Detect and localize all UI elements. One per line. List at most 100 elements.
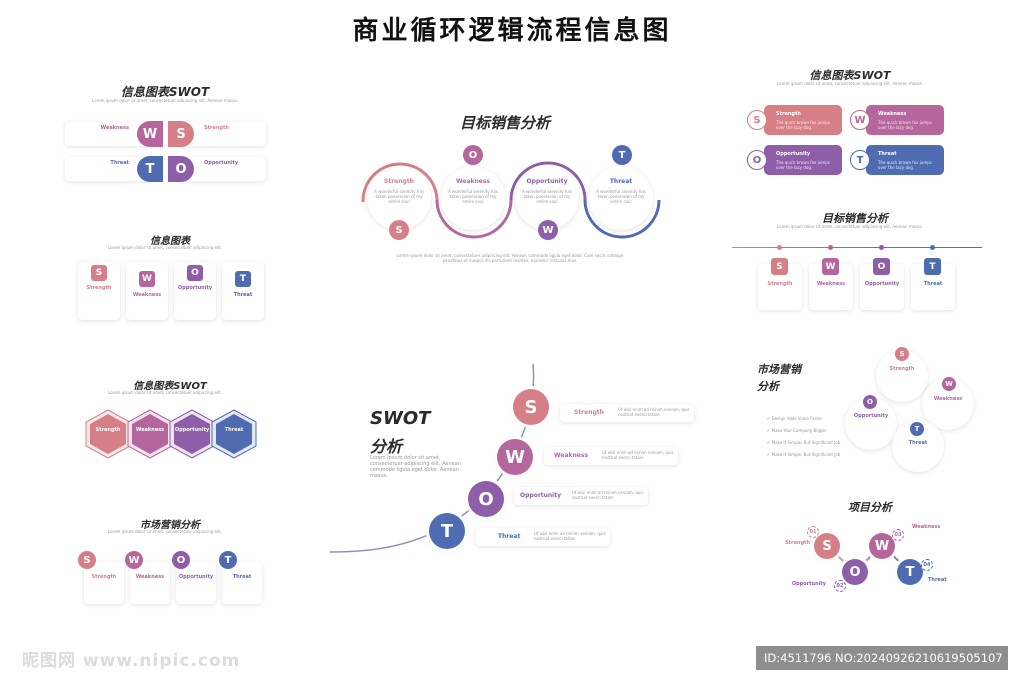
swot-circle-t: T <box>429 513 465 549</box>
project-num: 01 <box>807 526 819 538</box>
market-card-2 <box>130 562 170 604</box>
panel-title: 信息图表SWOT <box>133 381 207 392</box>
letter-o: O <box>747 150 767 170</box>
label-opportunity: Opportunity <box>864 281 900 287</box>
letter-w: W <box>850 110 870 130</box>
label-weakness: Weakness <box>135 427 165 433</box>
label-threat: Threat <box>498 533 521 540</box>
letter-o: O <box>873 258 890 275</box>
panel-title-line2: 分析 <box>757 380 779 393</box>
swot-circle-w: W <box>497 439 533 475</box>
swot-box-weakness: Weakness The quick brown fox jumps over … <box>866 105 944 135</box>
timeline-dot <box>777 245 782 250</box>
panel-title-line1: SWOT <box>370 408 431 429</box>
timeline-dot <box>930 245 935 250</box>
label-weakness: Weakness <box>878 111 907 117</box>
panel-title-line1: 市场营销 <box>757 363 801 376</box>
label-weakness: Weakness <box>933 396 963 402</box>
node-desc: A wonderful serenity has taken possessio… <box>596 189 646 204</box>
panel-title: 目标销售分析 <box>459 114 550 132</box>
letter-o: O <box>863 395 877 409</box>
letter-s: S <box>771 258 788 275</box>
panel-title: 信息图表SWOT <box>120 85 210 99</box>
label-threat: Threat <box>923 281 943 287</box>
letter-w: W <box>139 271 155 287</box>
panel-desc: Lorem ipsum dolor sit amet, consectetuer… <box>107 245 223 250</box>
page-title: 商业循环逻辑流程信息图 <box>352 16 672 46</box>
pin-s: S <box>389 220 409 240</box>
watermark-right: ID:4511796 NO:20240926210619505107 <box>756 646 1008 670</box>
swot-row-weakness: Weakness Ut wisi enim ad minim veniam, q… <box>544 447 678 465</box>
market-card-4 <box>222 562 262 604</box>
check-item-text: Make Your Company Bigger <box>771 428 827 433</box>
label-opportunity: Opportunity <box>204 160 239 166</box>
label-threat: Threat <box>609 178 633 185</box>
panel-desc: Lorem ipsum dolor sit amet, consectetuer… <box>777 81 923 86</box>
label-opportunity: Opportunity <box>526 178 568 185</box>
swot-box-opportunity: Opportunity The quick brown fox jumps ov… <box>764 145 842 175</box>
letter-t: T <box>850 150 870 170</box>
panel-desc: Lorem ipsum dolor sit amet, consectetuer… <box>92 98 238 103</box>
label-weakness: Weakness <box>456 178 490 185</box>
wave-node-weakness <box>441 166 505 230</box>
check-item-text: Design Adds Value Faster <box>771 416 823 421</box>
label-opportunity: Opportunity <box>177 285 213 291</box>
letter-s: S <box>168 121 194 147</box>
project-circle-s: S <box>814 533 840 559</box>
watermark-left: 昵图网 www.nipic.com <box>22 651 241 671</box>
letter-s: S <box>895 347 909 361</box>
letter-o: O <box>172 551 190 569</box>
panel-title: 目标销售分析 <box>822 212 888 225</box>
panel-title: 信息图表 <box>150 236 190 247</box>
letter-t: T <box>924 258 941 275</box>
swot-circle-o: O <box>468 481 504 517</box>
letter-w: W <box>942 377 956 391</box>
row-desc: Ut wisi enim ad minim veniam, quis nostr… <box>602 450 674 460</box>
wave-node-threat <box>589 166 653 230</box>
label-weakness: Weakness <box>135 574 165 580</box>
swot-box-strength: Strength The quick brown fox jumps over … <box>764 105 842 135</box>
letter-t: T <box>137 156 163 182</box>
check-item: ✔ Make It Simple, But Significant Job <box>767 440 841 445</box>
node-desc: A wonderful serenity has taken possessio… <box>448 189 498 204</box>
panel-desc: Lorem ipsum dolor sit amet, consectetuer… <box>370 455 462 479</box>
letter-w: W <box>125 551 143 569</box>
label-threat: Threat <box>928 577 947 583</box>
project-circle-o: O <box>842 559 868 585</box>
letter-t: T <box>235 271 251 287</box>
project-circle-t: T <box>897 559 923 585</box>
panel-footer: Lorem ipsum dolor sit amet, consectetuer… <box>396 253 624 263</box>
panel-title-line2: 分析 <box>370 437 403 456</box>
label-strength: Strength <box>86 285 112 291</box>
project-num: 04 <box>921 559 933 571</box>
letter-w: W <box>137 121 163 147</box>
label-weakness: Weakness <box>100 125 129 131</box>
label-opportunity: Opportunity <box>178 574 214 580</box>
label-strength: Strength <box>889 366 915 372</box>
letter-t: T <box>219 551 237 569</box>
label-opportunity: Opportunity <box>520 492 562 499</box>
row-desc: Ut wisi enim ad minim veniam, quis nostr… <box>618 407 690 417</box>
swot-row-strength: Strength Ut wisi enim ad minim veniam, q… <box>560 404 694 422</box>
label-strength: Strength <box>384 178 414 185</box>
row-desc: Ut wisi enim ad minim veniam, quis nostr… <box>572 490 644 500</box>
box-desc: The quick brown fox jumps over the lazy … <box>878 160 932 170</box>
letter-t: T <box>910 422 924 436</box>
wave-node-opportunity <box>515 166 579 230</box>
timeline-dot <box>879 245 884 250</box>
box-desc: The quick brown fox jumps over the lazy … <box>878 120 932 130</box>
project-num: 02 <box>834 580 846 592</box>
label-threat: Threat <box>224 427 244 433</box>
letter-o: O <box>187 265 203 281</box>
row-desc: Ut wisi enim ad minim veniam, quis nostr… <box>534 531 606 541</box>
market-card-1 <box>84 562 124 604</box>
check-item: ✔ Make It Simple, But Significant Job <box>767 452 841 457</box>
check-item: ✔ Design Adds Value Faster <box>767 416 823 421</box>
label-strength: Strength <box>95 427 121 433</box>
timeline-line <box>732 247 982 248</box>
box-desc: The quick brown fox jumps over the lazy … <box>776 160 830 170</box>
box-desc: The quick brown fox jumps over the lazy … <box>776 120 830 130</box>
label-strength: Strength <box>767 281 793 287</box>
pin-o: O <box>463 145 483 165</box>
label-threat: Threat <box>878 151 897 157</box>
